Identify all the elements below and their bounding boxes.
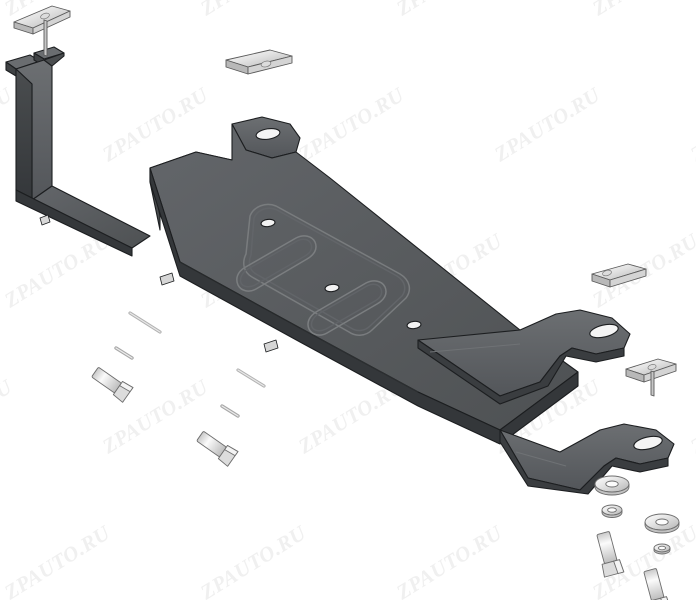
drain-hole-group <box>260 218 422 330</box>
part-hex-bolt-group <box>91 367 672 600</box>
part-rear-arm-lower <box>499 423 675 495</box>
part-washer-group <box>594 475 680 555</box>
part-strap-plate-pin-rightlow <box>625 358 677 397</box>
part-main-plate <box>149 116 579 445</box>
part-strap-plate-rightmid <box>591 263 647 288</box>
part-strap-plate-pin-topleft <box>13 5 71 57</box>
part-pin-rod-group <box>114 311 266 418</box>
part-rear-arm-upper <box>417 309 631 405</box>
part-strap-plate-topmid <box>225 49 293 75</box>
part-left-bracket <box>5 46 151 257</box>
